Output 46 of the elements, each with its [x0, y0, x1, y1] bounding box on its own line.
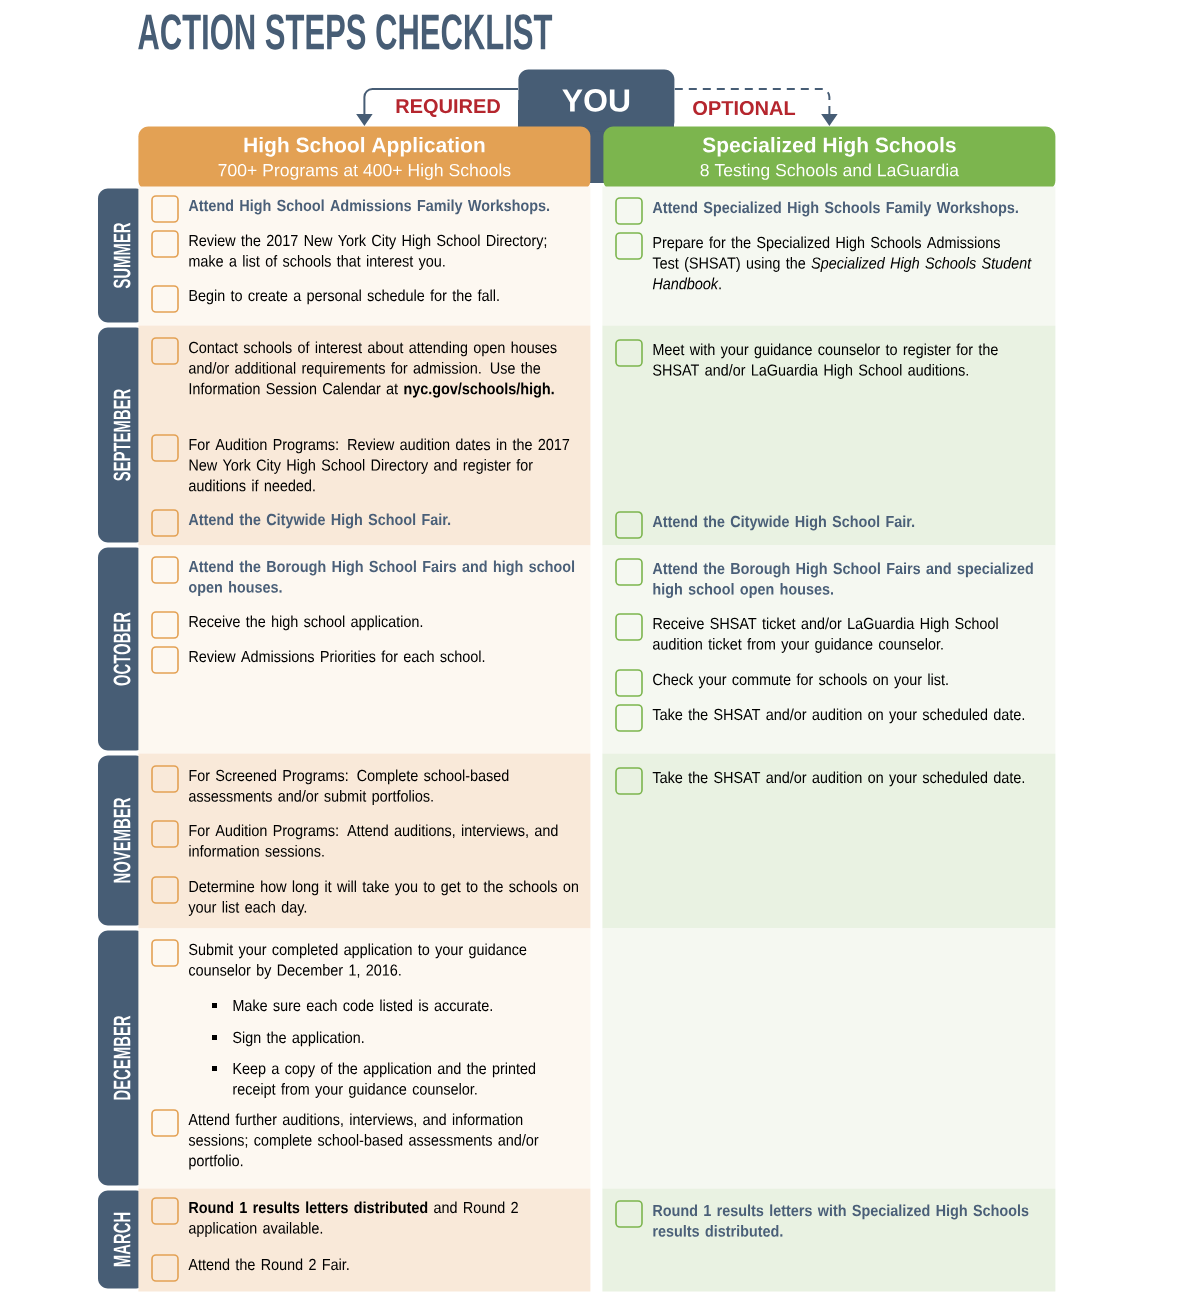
- checklist-item: Determine how long it will take you to get to the schools on your list each day.: [188, 880, 578, 916]
- table-cell: [602, 545, 1056, 754]
- checklist-item: Attend the Borough High School Fairs and high school open houses.: [188, 560, 575, 596]
- checklist-item: Round 1 results letters distributed and Round 2 application available.: [189, 1201, 518, 1237]
- checklist-item: For Audition Programs: Attend auditions, interviews, and information sessions.: [189, 824, 558, 857]
- table-cell: [602, 753, 1056, 929]
- checklist-item: Prepare for the Specialized High Schools Admissions Test (SHSAT) using the Specialized High Schools Student Handbook.: [652, 236, 1032, 290]
- edge-label: OPTIONAL: [690, 98, 798, 118]
- edge-label: REQUIRED: [393, 97, 503, 119]
- column-header: Specialized High Schools 8 Testing Schools and LaGuardia: [603, 126, 1056, 191]
- table-cell: [138, 545, 591, 754]
- checklist-item: Attend further auditions, interviews, and information sessions; complete school-based assessments and/or portfolio.: [188, 1113, 539, 1170]
- checklist-item: For Audition Programs: Review audition dates in the 2017 New York City High School Directory and register for auditions if needed.: [189, 438, 570, 492]
- checklist-item: Begin to create a personal schedule for the fall.: [189, 289, 499, 305]
- table-cell: [602, 1188, 1056, 1292]
- checklist-item: Attend the Borough High School Fairs and specialized high school open houses.: [652, 562, 1033, 598]
- table-cell: [602, 186, 1056, 326]
- title: ACTION STEPS CHECKLIST: [138, 14, 553, 50]
- table-cell: [602, 928, 1056, 1189]
- bullet-item: Keep a copy of the application and the printed receipt from your guidance counselor.: [212, 1062, 536, 1098]
- checklist-item: Contact schools of interest about attending open houses and/or additional requirements for admission. Use the Information Session Calendar at nyc.gov/schools/high.: [189, 341, 557, 398]
- checklist-item: Attend the Citywide High School Fair.: [188, 513, 451, 529]
- table-cell: [602, 325, 1056, 546]
- checklist-item: Review Admissions Priorities for each school.: [189, 650, 485, 663]
- checklist-item: Take the SHSAT and/or audition on your scheduled date.: [652, 771, 1025, 787]
- checklist-item: Check your commute for schools on your list.: [653, 673, 948, 689]
- checklist-item: Receive SHSAT ticket and/or LaGuardia High School audition ticket from your guidance counselor.: [653, 617, 998, 653]
- checklist-item: Attend the Citywide High School Fair.: [652, 515, 915, 531]
- checklist-item: For Screened Programs: Complete school-based assessments and/or submit portfolios.: [189, 769, 509, 805]
- checklist-item: Round 1 results letters with Specialized High Schools results distributed.: [653, 1204, 1029, 1237]
- checklist-item: Attend Specialized High Schools Family Workshops.: [652, 201, 1018, 217]
- bullet-item: Make sure each code listed is accurate.: [212, 999, 492, 1012]
- table-cell: [138, 928, 591, 1189]
- checklist-item: Submit your completed application to your guidance counselor by December 1, 2016.: [189, 943, 527, 979]
- checklist-item: Receive the high school application.: [189, 615, 423, 631]
- checklist-item: Meet with your guidance counselor to register for the SHSAT and/or LaGuardia High School auditions.: [653, 343, 998, 379]
- checklist-item: Attend the Round 2 Fair.: [188, 1258, 349, 1271]
- bullet-item: Sign the application.: [212, 1031, 364, 1047]
- table-cell: [138, 753, 591, 929]
- checklist-item: Review the 2017 New York City High School Directory; make a list of schools that interest you.: [189, 234, 547, 270]
- table-cell: [138, 186, 591, 326]
- table-cell: [138, 1188, 591, 1292]
- table-cell: [138, 325, 591, 546]
- checklist-item: Take the SHSAT and/or audition on your scheduled date.: [652, 708, 1025, 724]
- checklist-item: Attend High School Admissions Family Workshops.: [188, 199, 550, 215]
- column-header: High School Application 700+ Programs at 400+ High Schools: [138, 126, 591, 191]
